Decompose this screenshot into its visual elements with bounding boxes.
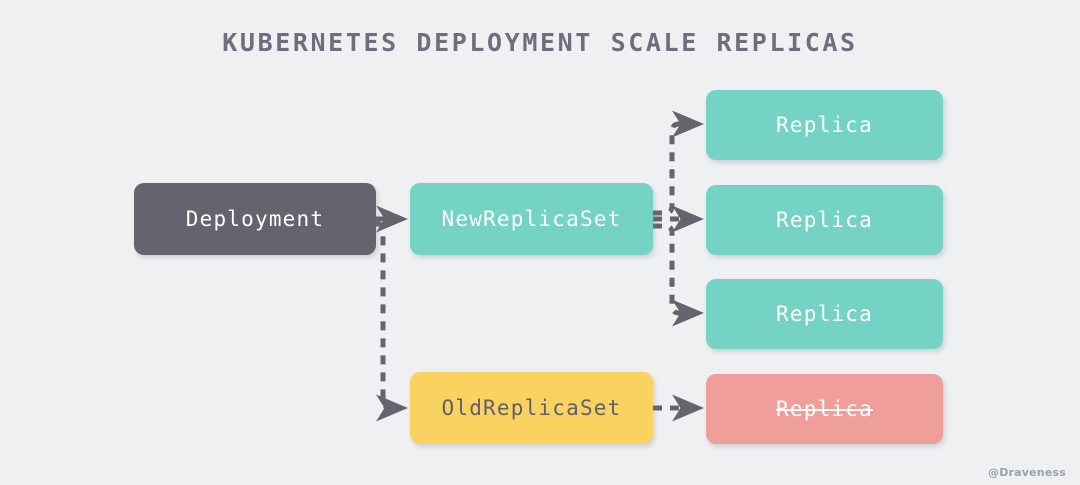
node-replica-3-label: Replica	[776, 302, 873, 326]
node-replica-1[interactable]: Replica	[706, 90, 943, 160]
node-replica-1-label: Replica	[776, 113, 873, 137]
watermark: @Draveness	[988, 466, 1066, 479]
edge-deployment-to-old-replicaset	[376, 221, 409, 422]
node-old-replicaset[interactable]: OldReplicaSet	[410, 372, 653, 444]
node-replica-3[interactable]: Replica	[706, 279, 943, 349]
node-new-replicaset-label: NewReplicaSet	[441, 207, 622, 231]
edge-new-replicaset-to-replica-3	[653, 223, 705, 327]
node-deployment[interactable]: Deployment	[134, 183, 376, 255]
node-old-replicaset-label: OldReplicaSet	[441, 396, 622, 420]
node-replica-2[interactable]: Replica	[706, 185, 943, 255]
node-new-replicaset[interactable]: NewReplicaSet	[410, 183, 653, 255]
node-replica-old[interactable]: Replica	[706, 374, 943, 444]
node-replica-old-label: Replica	[776, 397, 873, 421]
node-replica-2-label: Replica	[776, 208, 873, 232]
edge-new-replicaset-to-replica-1	[653, 110, 705, 216]
page-title: KUBERNETES DEPLOYMENT SCALE REPLICAS	[222, 28, 858, 57]
node-deployment-label: Deployment	[185, 207, 325, 231]
